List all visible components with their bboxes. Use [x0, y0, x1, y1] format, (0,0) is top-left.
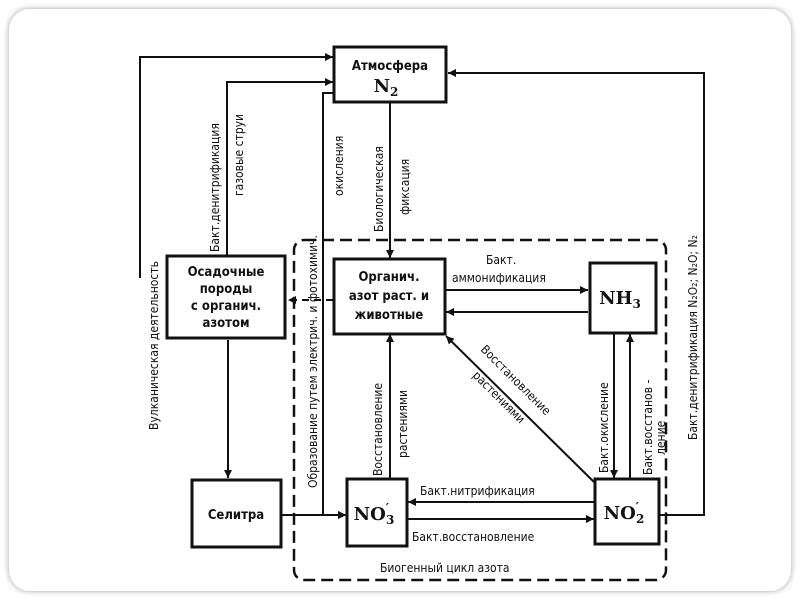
- label-bio-fixation-1: Биологическая: [372, 146, 386, 232]
- organic-line-3: животные: [355, 308, 424, 323]
- label-bact-reduction-2: ление: [654, 420, 668, 455]
- arrow-nitrite-to-organic: [445, 335, 595, 483]
- organic-line-1: Органич.: [358, 270, 419, 285]
- sediments-line-2: породы: [200, 282, 253, 297]
- node-nitrate: NO′3: [345, 477, 409, 548]
- label-plant-reduction-vert-2: растениями: [396, 390, 410, 458]
- arrow-denitrification-right: [448, 69, 705, 516]
- label-bio-fixation-2: фиксация: [398, 159, 412, 215]
- saltpeter-label: Селитра: [208, 508, 264, 523]
- label-electric: Образование путем электрич. и фотохимич.: [306, 235, 320, 488]
- biogenic-cycle-boundary: [292, 238, 668, 582]
- node-sediments: Осадочные породы с органич. азотом: [165, 254, 287, 340]
- label-bact-reduction-horizontal: Бакт.восстановление: [412, 530, 535, 544]
- node-nitrite: NO′2: [593, 477, 661, 546]
- label-volcanic: Вулканическая деятельность: [147, 261, 161, 430]
- sediments-line-4: азотом: [202, 316, 249, 331]
- arrow-volcanic: [139, 53, 333, 278]
- nitrate-formula: NO′3: [354, 501, 395, 527]
- node-ammonia: NH3: [588, 261, 658, 335]
- label-denit-gas-2: газовые струи: [232, 114, 246, 196]
- label-nitrification: Бакт.нитрификация: [420, 484, 535, 498]
- label-denit-gas-1: Бакт.денитрификация: [208, 123, 222, 252]
- label-bact-reduction-1: Бакт.восстанов -: [641, 380, 655, 475]
- atmosphere-label: Атмосфера: [352, 59, 428, 74]
- atmosphere-formula: N2: [374, 76, 399, 99]
- label-biogenic-cycle: Биогенный цикл азота: [380, 561, 510, 575]
- node-organic-nitrogen: Органич. азот раст. и животные: [332, 257, 447, 336]
- organic-line-2: азот раст. и: [349, 289, 429, 304]
- ammonia-formula: NH3: [599, 288, 641, 311]
- node-atmosphere: Атмосфера N2: [332, 45, 448, 104]
- arrow-denitrification-gas: [226, 78, 333, 255]
- label-plant-reduction-vert-1: Восстановление: [371, 383, 385, 476]
- label-bact-oxidation: Бакт.окисление: [597, 382, 611, 473]
- label-denit-right: Бакт.денитрификация N₂O₂; N₂O; N₂: [686, 235, 700, 440]
- label-oxidation: окисления: [332, 136, 346, 196]
- label-ammonification-2: аммонификация: [452, 271, 546, 285]
- label-ammonification-1: Бакт.: [486, 253, 516, 267]
- node-saltpeter: Селитра: [190, 478, 283, 549]
- sediments-line-3: с органич.: [191, 299, 261, 314]
- nitrite-formula: NO′2: [604, 500, 645, 526]
- sediments-line-1: Осадочные: [188, 265, 265, 280]
